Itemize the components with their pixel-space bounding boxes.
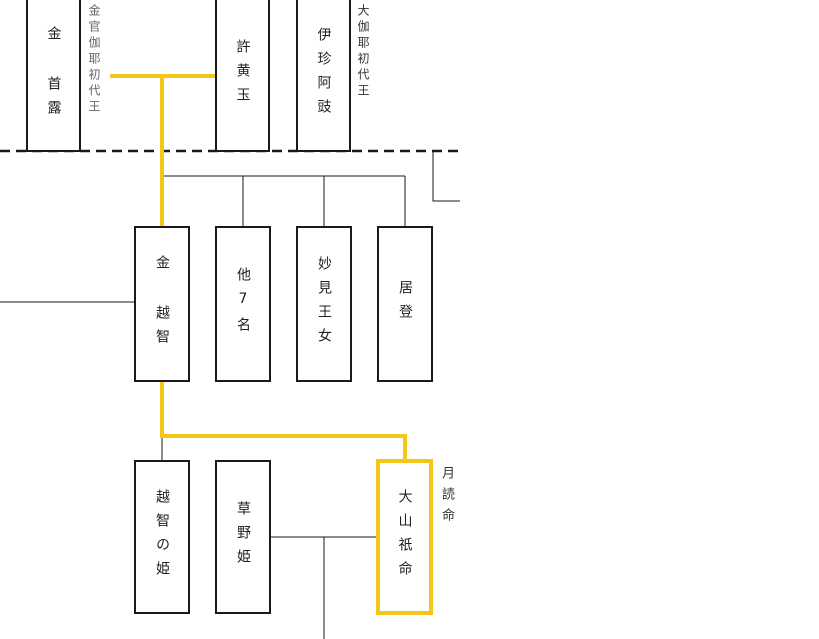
person-name: 他7名 xyxy=(235,267,251,341)
person-name: 伊珍阿豉 xyxy=(315,27,332,123)
person-name: 越智の姫 xyxy=(154,489,170,585)
person-box-ijin-ashi[interactable]: 伊珍阿豉 xyxy=(296,0,351,152)
person-box-heo-hwangok[interactable]: 許黄玉 xyxy=(215,0,270,152)
person-box-ochi-hime[interactable]: 越智の姫 xyxy=(134,460,190,614)
person-box-oyamatsumi[interactable]: 大山祇命 xyxy=(376,459,433,615)
lineage-descent-to-oyamatsumi xyxy=(160,381,407,461)
person-name: 大山祇命 xyxy=(396,489,413,585)
person-name: 許黄玉 xyxy=(234,39,251,111)
offpage-connector-right xyxy=(432,152,460,202)
person-name: 居登 xyxy=(397,280,413,328)
person-name: 金 越智 xyxy=(154,255,170,353)
title-label-kinkan-kaya: 金官伽耶初代王 xyxy=(87,4,101,116)
label-tsukuyomi: 月読命 xyxy=(439,466,454,529)
person-box-myoken[interactable]: 妙見王女 xyxy=(296,226,352,382)
person-box-others[interactable]: 他7名 xyxy=(215,226,271,382)
person-box-kim-ochi[interactable]: 金 越智 xyxy=(134,226,190,382)
person-box-kayano-hime[interactable]: 草野姫 xyxy=(215,460,271,614)
person-name: 草野姫 xyxy=(235,501,251,573)
title-label-dai-kaya: 大伽耶初代王 xyxy=(356,4,370,100)
person-name: 金 首露 xyxy=(45,26,62,124)
person-box-kim-suro[interactable]: 金 首露 xyxy=(26,0,81,152)
person-name: 妙見王女 xyxy=(316,256,332,352)
person-box-kyoto[interactable]: 居登 xyxy=(377,226,433,382)
